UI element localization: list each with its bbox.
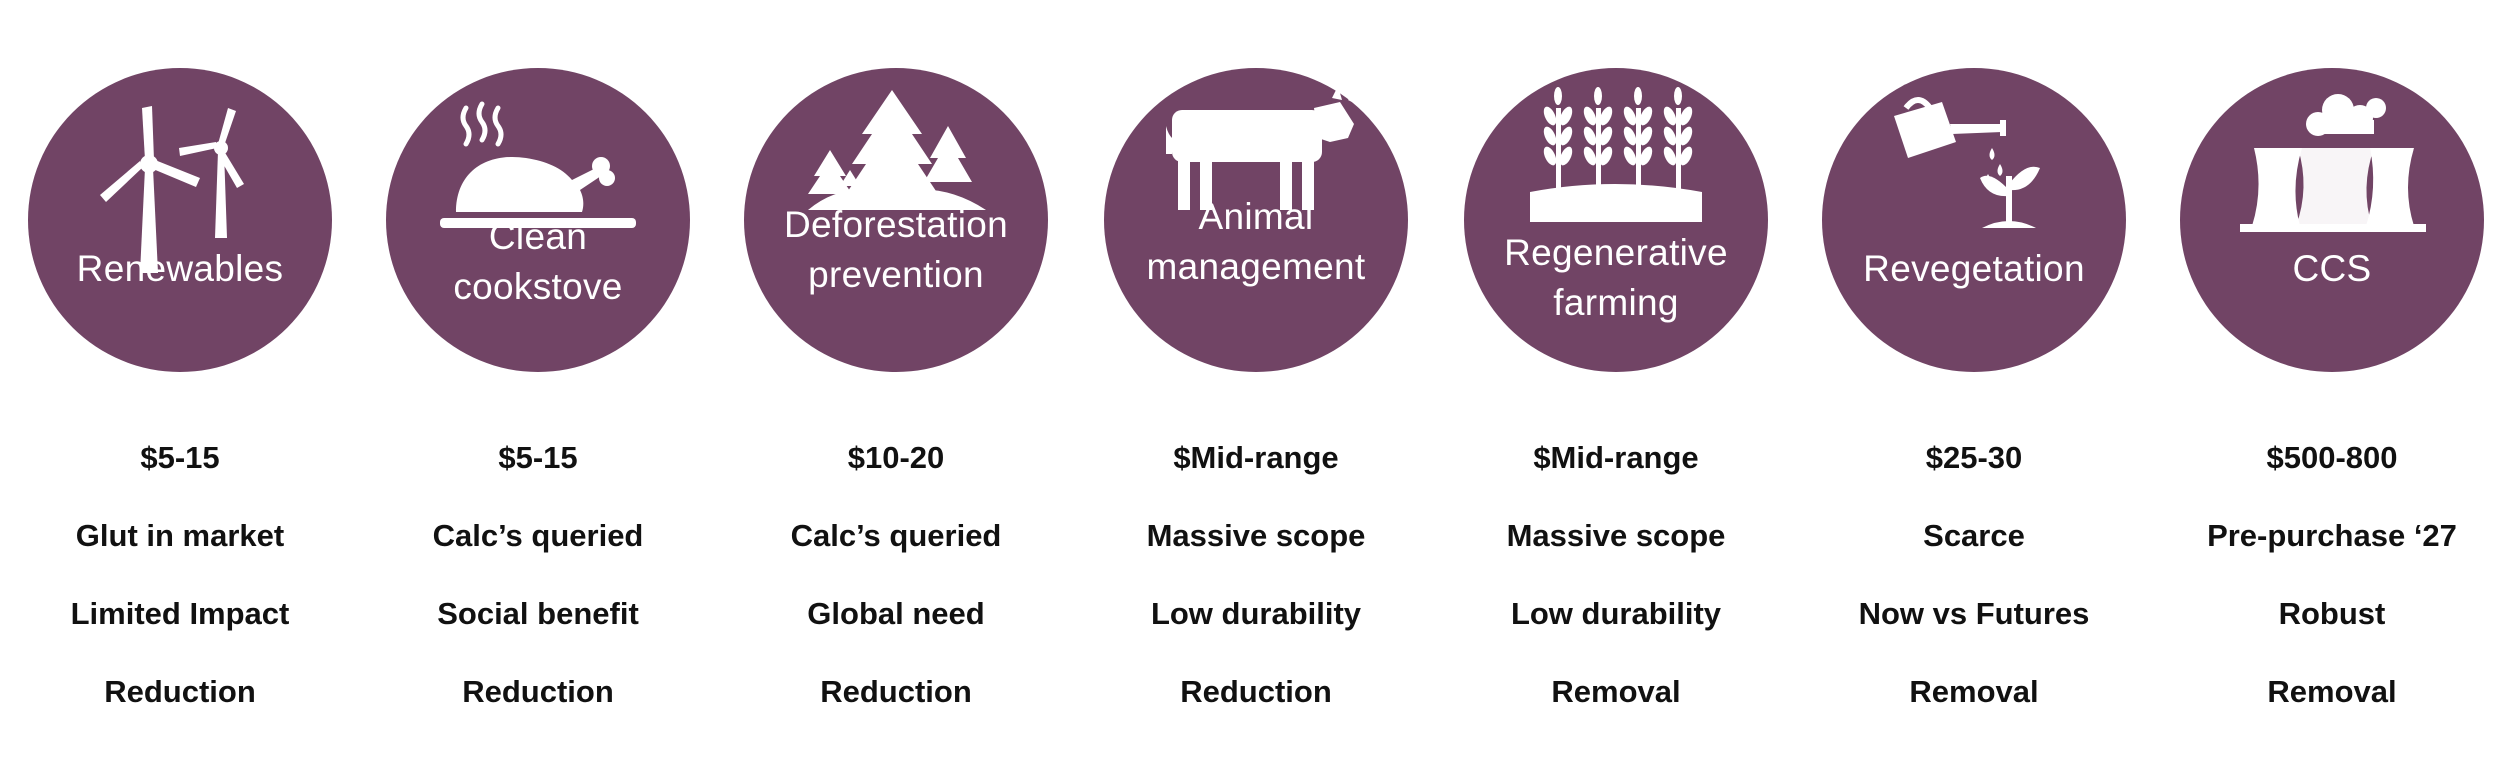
note-secondary: Robust bbox=[2278, 596, 2386, 631]
category-animal-management: Animal management $Mid-range Massive sco… bbox=[1076, 0, 1436, 774]
wheat-crops-icon bbox=[1530, 87, 1702, 222]
category-clean-cookstove: Clean cookstove $5-15 Calc’s queried Soc… bbox=[358, 0, 718, 774]
note-secondary: Global need bbox=[807, 596, 985, 631]
category-deforestation-prevention: Deforestation prevention $10-20 Calc’s q… bbox=[716, 0, 1076, 774]
watering-can-sprout-icon bbox=[1894, 97, 2040, 228]
credit-type: Reduction bbox=[104, 674, 256, 709]
category-revegetation: Revegetation $25-30 Scarce Now vs Future… bbox=[1794, 0, 2154, 774]
category-renewables: Renewables $5-15 Glut in market Limited … bbox=[0, 0, 360, 774]
credit-type: Removal bbox=[1551, 674, 1681, 709]
roast-chicken-icon bbox=[440, 101, 636, 228]
price-range: $5-15 bbox=[498, 440, 578, 475]
category-label: Clean cookstove bbox=[453, 216, 623, 307]
category-regenerative-farming: Regenerative farming $Mid-range Massive … bbox=[1436, 0, 1796, 774]
category-label: Animal management bbox=[1146, 196, 1366, 287]
category-circle: Deforestation prevention bbox=[744, 68, 1048, 372]
category-circle: Animal management bbox=[1104, 68, 1408, 372]
category-circle: Regenerative farming bbox=[1464, 68, 1768, 372]
category-circle: Renewables bbox=[28, 68, 332, 372]
category-ccs: CCS $500-800 Pre-purchase ‘27 Robust Rem… bbox=[2152, 0, 2512, 774]
forest-trees-icon bbox=[808, 90, 986, 210]
note-primary: Massive scope bbox=[1506, 518, 1726, 553]
note-primary: Massive scope bbox=[1146, 518, 1366, 553]
note-primary: Pre-purchase ‘27 bbox=[2207, 518, 2457, 553]
credit-type: Removal bbox=[2267, 674, 2397, 709]
category-label: CCS bbox=[2292, 248, 2372, 289]
category-circle: Revegetation bbox=[1822, 68, 2126, 372]
credit-type: Reduction bbox=[1180, 674, 1332, 709]
category-label: Regenerative farming bbox=[1504, 232, 1728, 323]
category-label: Renewables bbox=[76, 248, 284, 289]
price-range: $Mid-range bbox=[1173, 440, 1339, 475]
note-primary: Calc’s queried bbox=[790, 518, 1002, 553]
category-label: Revegetation bbox=[1863, 248, 2085, 289]
note-secondary: Low durability bbox=[1150, 596, 1362, 631]
note-secondary: Now vs Futures bbox=[1858, 596, 2090, 631]
note-secondary: Limited Impact bbox=[70, 596, 290, 631]
price-range: $500-800 bbox=[2266, 440, 2398, 475]
category-circle: CCS bbox=[2180, 68, 2484, 372]
note-secondary: Low durability bbox=[1510, 596, 1722, 631]
credit-type: Reduction bbox=[820, 674, 972, 709]
wind-turbines-icon bbox=[100, 106, 244, 273]
price-range: $Mid-range bbox=[1533, 440, 1699, 475]
category-circle: Clean cookstove bbox=[386, 68, 690, 372]
price-range: $10-20 bbox=[847, 440, 945, 475]
category-label: Deforestation prevention bbox=[784, 204, 1008, 295]
cow-icon bbox=[1166, 86, 1358, 210]
note-secondary: Social benefit bbox=[437, 596, 639, 631]
cooling-tower-icon bbox=[2240, 94, 2426, 232]
price-range: $25-30 bbox=[1925, 440, 2023, 475]
price-range: $5-15 bbox=[140, 440, 220, 475]
note-primary: Scarce bbox=[1923, 518, 2025, 553]
credit-type: Removal bbox=[1909, 674, 2039, 709]
credit-type: Reduction bbox=[462, 674, 614, 709]
note-primary: Calc’s queried bbox=[432, 518, 644, 553]
note-primary: Glut in market bbox=[75, 518, 285, 553]
